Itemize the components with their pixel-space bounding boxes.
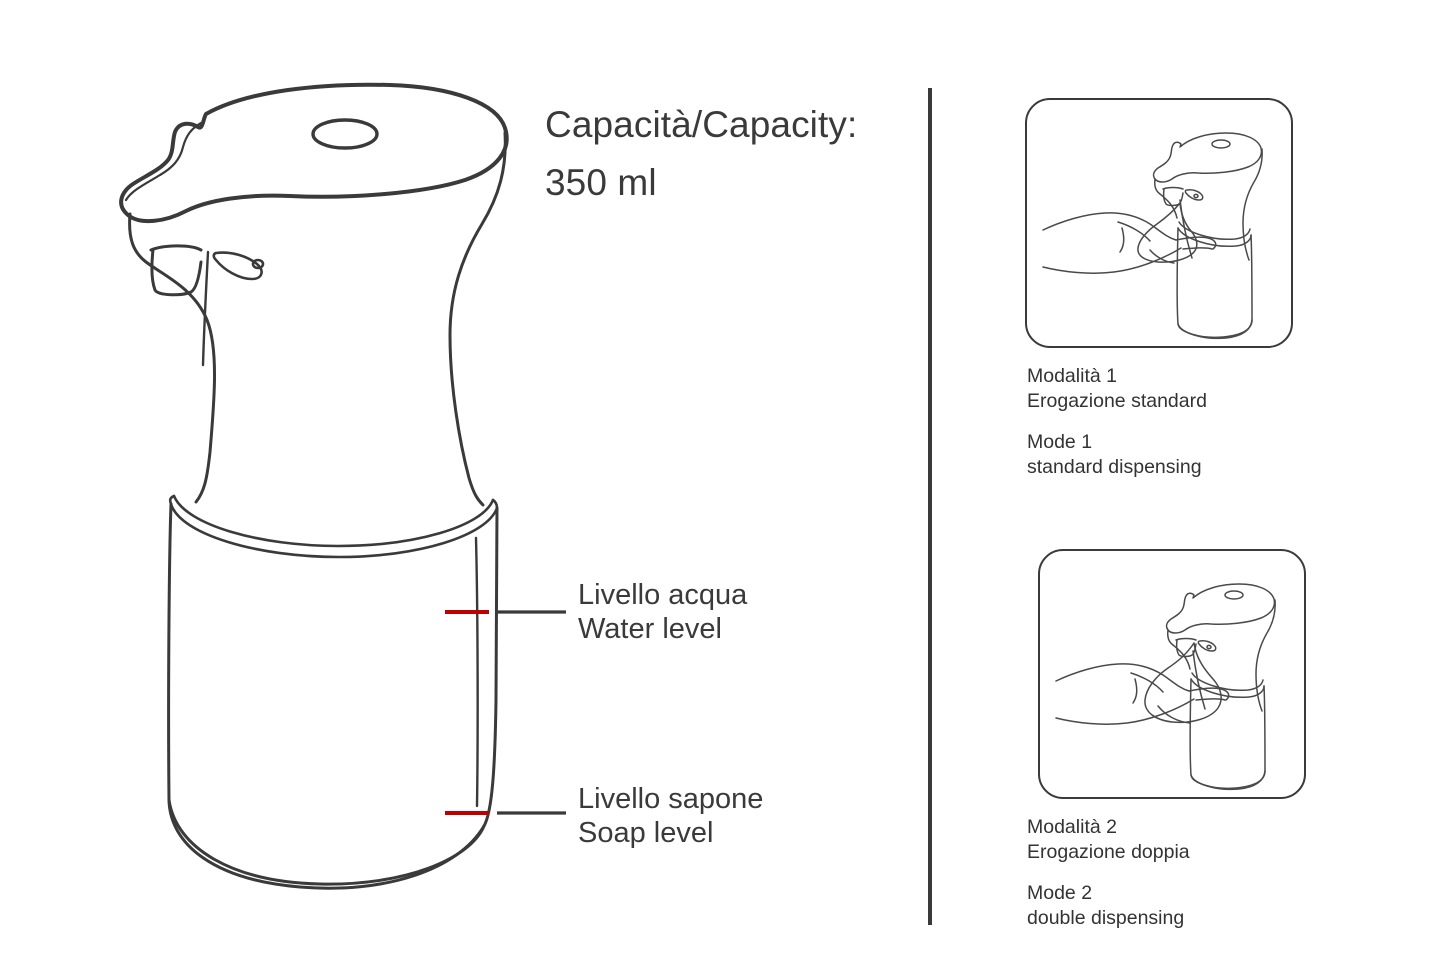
mode-1-caption: Modalità 1 Erogazione standard Mode 1 st… (1027, 364, 1207, 480)
dispenser-sensor-dot (251, 258, 265, 270)
mode-2-foam-stream (1192, 650, 1206, 710)
callout-soap-level: Livello sapone Soap level (578, 782, 763, 850)
mode-1-dispenser-body-right (1242, 148, 1263, 261)
mode-2-panel-frame (1038, 549, 1306, 799)
callout-soap-level-it: Livello sapone (578, 783, 764, 815)
mode-1-collar-upper (1178, 221, 1251, 241)
capacity-value: 350 ml (545, 162, 657, 203)
mode-1-dispenser-body-left (1154, 178, 1178, 219)
dispenser-collar-upper (172, 494, 495, 548)
dispenser-lid-inner-edge (124, 120, 205, 202)
mode-1-title-it: Modalità 1 (1027, 365, 1117, 387)
callout-water-level-it: Livello acqua (578, 579, 748, 611)
mode-1-desc-en: standard dispensing (1027, 456, 1202, 478)
mode-1-dispenser-head (1152, 132, 1263, 183)
mode-2-caption: Modalità 2 Erogazione doppia Mode 2 doub… (1027, 815, 1190, 931)
mode-1-panel (1025, 98, 1293, 348)
dispenser-lid-outline (119, 82, 509, 224)
mode-1-collar-lower (1177, 227, 1252, 248)
dispenser-tank-outline (167, 502, 499, 890)
dispenser-top-opening (311, 118, 379, 150)
dispenser-body-seam (201, 250, 210, 367)
mode-1-outlet-loop (1184, 189, 1204, 201)
mode-2-finger-2 (1195, 698, 1226, 701)
mode-2-caption-it: Modalità 2 Erogazione doppia (1027, 815, 1190, 865)
callout-water-level-en: Water level (578, 613, 722, 645)
dispenser-upper-body-right (448, 131, 507, 507)
mode-2-thumb (1130, 672, 1164, 693)
mode-2-tank-outline (1189, 678, 1266, 790)
mode-1-tank-outline (1176, 227, 1253, 339)
mode-1-dispenser-nozzle (1162, 188, 1184, 207)
mode-1-scene (1042, 132, 1263, 340)
callout-water-level: Livello acqua Water level (578, 578, 747, 646)
mode-1-panel-frame (1025, 98, 1293, 348)
callout-soap-level-en: Soap level (578, 817, 714, 849)
mode-1-title-en: Mode 1 (1027, 431, 1093, 453)
mode-1-caption-it: Modalità 1 Erogazione standard (1027, 364, 1207, 414)
dispenser-tank-bottom (167, 798, 486, 886)
mode-2-scene (1055, 583, 1276, 791)
mode-1-sensor-dot (1193, 193, 1199, 199)
mode-1-foam-blob (1137, 202, 1198, 263)
mode-2-desc-it: Erogazione doppia (1027, 841, 1190, 863)
mode-2-palm-crease (1132, 678, 1138, 704)
mode-1-foam-crease (1149, 249, 1175, 264)
mode-2-dispenser-nozzle (1175, 639, 1197, 658)
mode-1-dispenser-nozzle-top (1162, 186, 1184, 190)
mode-2-dispenser-head (1165, 583, 1276, 634)
main-dispenser-illustration (119, 82, 509, 890)
dispenser-outlet-loop (212, 251, 263, 281)
mode-1-dispenser-top-opening (1211, 139, 1231, 149)
mode-1-palm-crease (1119, 227, 1125, 253)
mode-2-foam-blob (1144, 642, 1222, 724)
mode-2-tank-bottom (1190, 770, 1266, 791)
mode-1-finger-2 (1182, 247, 1213, 250)
mode-2-finger-1 (1188, 687, 1230, 701)
mode-2-panel (1038, 549, 1306, 799)
dispenser-nozzle (150, 248, 203, 297)
mode-1-hand-palm (1042, 247, 1182, 274)
mode-2-foam-crease (1157, 705, 1191, 724)
mode-2-outlet-loop (1197, 640, 1217, 652)
mode-2-hand-palm (1055, 698, 1195, 725)
dispenser-nozzle-top (149, 244, 203, 252)
mode-2-sensor-dot (1206, 644, 1212, 650)
mode-2-title-it: Modalità 2 (1027, 816, 1117, 838)
mode-2-desc-en: double dispensing (1027, 907, 1185, 929)
mode-1-hand-outline (1042, 212, 1177, 241)
mode-2-caption-en: Mode 2 double dispensing (1027, 881, 1190, 931)
dispenser-tank-right-edge (474, 536, 479, 808)
mode-1-thumb (1117, 221, 1151, 242)
mode-2-dispenser-body-right (1255, 599, 1276, 712)
capacity-label: Capacità/Capacity: (545, 104, 858, 145)
mode-1-finger-1 (1175, 236, 1217, 250)
mode-1-tank-bottom (1177, 319, 1253, 340)
mode-2-dispenser-body-left (1167, 629, 1191, 670)
mode-1-desc-it: Erogazione standard (1027, 390, 1207, 412)
mode-2-hand-outline (1055, 663, 1190, 692)
mode-2-dispenser-top-opening (1224, 590, 1244, 600)
mode-1-caption-en: Mode 1 standard dispensing (1027, 430, 1207, 480)
mode-2-dispenser-nozzle-top (1175, 637, 1197, 641)
dispenser-upper-body-left (128, 212, 216, 504)
dispenser-collar-mid (169, 502, 499, 559)
mode-2-title-en: Mode 2 (1027, 882, 1093, 904)
mode-2-collar-upper (1191, 672, 1264, 692)
mode-2-collar-lower (1190, 678, 1265, 699)
